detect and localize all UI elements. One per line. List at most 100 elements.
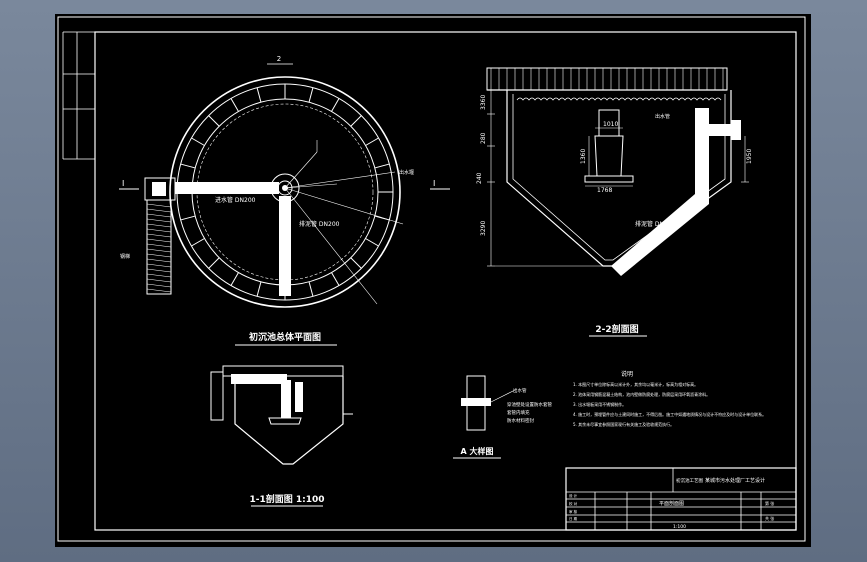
stair-tread bbox=[146, 218, 172, 223]
stairs-1-1 bbox=[210, 371, 224, 421]
stair-tread bbox=[146, 273, 172, 278]
center-pipe-1-1 bbox=[281, 380, 291, 418]
dim-side-small: 240 bbox=[476, 172, 483, 184]
trough-rib bbox=[230, 98, 239, 112]
label-overflow-weir: 出水堰 bbox=[399, 169, 414, 176]
note-item-1: 1. 本图尺寸单位除标高以米计外，其余均以毫米计，标高为相对标高。 bbox=[573, 381, 698, 387]
outlet-pipe-section bbox=[695, 124, 735, 136]
title-drawing-name: 平面剖面图 bbox=[659, 500, 684, 507]
detail-a: 出水管 穿池壁处设置防水套管 套管内填充 防水材料密封 A 大样图 bbox=[453, 375, 552, 459]
detail-note-4: 防水材料密封 bbox=[507, 417, 534, 424]
detail-note-1: 出水管 bbox=[513, 387, 527, 394]
note-item-2: 2. 池体采用钢筋混凝土结构，池内壁做防腐处理，防腐层采用环氧沥青涂料。 bbox=[573, 391, 710, 397]
trough-rib bbox=[208, 115, 220, 127]
note-item-5: 5. 其余未尽事宜参照国家现行有关施工及验收规范执行。 bbox=[573, 421, 674, 427]
trough-rib bbox=[350, 257, 362, 269]
reflector-1-1 bbox=[268, 417, 302, 425]
title-row-check: 校 对 bbox=[569, 501, 578, 506]
detail-note-2: 穿池壁处设置防水套管 bbox=[507, 401, 552, 408]
trough-rib bbox=[374, 163, 390, 169]
inner-border bbox=[94, 31, 797, 531]
title-row-review: 审 核 bbox=[569, 509, 578, 514]
stair-tread bbox=[146, 213, 172, 218]
stair-tread bbox=[146, 238, 172, 243]
water-surface bbox=[516, 97, 722, 101]
stair-tread bbox=[146, 268, 172, 273]
stair-tread bbox=[146, 223, 172, 228]
outlet-flange bbox=[731, 120, 741, 140]
stairs bbox=[146, 199, 172, 295]
trough-rib bbox=[256, 87, 262, 103]
dim-lines-right bbox=[741, 136, 749, 183]
title-total: 共 张 bbox=[765, 515, 774, 521]
inlet-pipe bbox=[175, 182, 279, 194]
stair-tread bbox=[146, 248, 172, 253]
title-sheet-no: 第 张 bbox=[765, 500, 774, 506]
dim-cone-depth: 3290 bbox=[480, 221, 487, 236]
center-well-body bbox=[594, 135, 624, 177]
stair-tread bbox=[146, 243, 172, 248]
dim-well-width: 1010 bbox=[603, 121, 618, 128]
dim-lines-center bbox=[585, 127, 633, 187]
section-1-1-title: 1-1剖面图 1:100 bbox=[249, 493, 324, 505]
section-mark-right: Ⅰ bbox=[433, 179, 435, 188]
plan-view-title: 初沉池总体平面图 bbox=[249, 331, 321, 343]
notes-block: 说明 1. 本图尺寸单位除标高以米计外，其余均以毫米计，标高为相对标高。 2. … bbox=[573, 370, 766, 427]
note-item-4: 4. 施工时，预埋管件应与土建同时施工，不得后凿。施工中如遇地质情况与设计不符应… bbox=[573, 411, 766, 417]
stair-tread bbox=[146, 203, 172, 208]
stair-tread bbox=[146, 228, 172, 233]
tank-section-inner bbox=[512, 94, 726, 261]
section-2-2-title: 2-2剖面图 bbox=[595, 323, 638, 335]
trough-rib bbox=[331, 272, 340, 286]
trough-rib bbox=[365, 137, 379, 146]
dim-reflector: 1768 bbox=[597, 187, 612, 194]
tank-section-outline bbox=[506, 90, 732, 267]
railing-posts bbox=[490, 68, 724, 90]
trough-rib bbox=[180, 163, 196, 169]
notes-heading: 说明 bbox=[621, 370, 633, 378]
detail-title: A 大样图 bbox=[461, 446, 494, 456]
title-project: 某城市污水处理厂工艺设计 bbox=[705, 477, 765, 484]
reflector-plate bbox=[584, 175, 634, 183]
inlet-pipe-1-1 bbox=[231, 374, 287, 384]
detail-note-3: 套管内填充 bbox=[507, 409, 530, 416]
trough-rib bbox=[256, 281, 262, 297]
dim-upper: 280 bbox=[480, 132, 487, 144]
section-mark-left: Ⅰ bbox=[122, 179, 124, 188]
title-block: 初沉池工艺图 某城市污水处理厂工艺设计 平面剖面图 1:100 设 计 校 对 … bbox=[565, 467, 797, 531]
sludge-riser-1-1 bbox=[295, 382, 303, 412]
dim-well-height: 1360 bbox=[580, 149, 587, 164]
stair-tread bbox=[146, 258, 172, 263]
stair-tread bbox=[146, 208, 172, 213]
drawing-canvas: 2 bbox=[57, 16, 806, 542]
cut-mark-top: 2 bbox=[277, 55, 281, 63]
trough-rib bbox=[308, 281, 314, 297]
note-item-3: 3. 出水堰板采用不锈钢制作。 bbox=[573, 401, 626, 407]
outer-border bbox=[57, 16, 806, 542]
trough-rib bbox=[350, 115, 362, 127]
trough-rib bbox=[230, 272, 239, 286]
trough-rib bbox=[208, 257, 220, 269]
dim-lines-left bbox=[487, 89, 603, 267]
trough-rib bbox=[308, 87, 314, 103]
trough-rib bbox=[191, 137, 205, 146]
title-row-date: 日 期 bbox=[569, 516, 578, 521]
trough-rib bbox=[180, 215, 196, 221]
title-row-design: 设 计 bbox=[569, 493, 578, 498]
drawing-sheet: 2 bbox=[55, 14, 811, 547]
stair-tread bbox=[146, 288, 172, 293]
tank-outer-wall bbox=[169, 76, 401, 308]
trough-rib bbox=[365, 238, 379, 247]
label-outlet-pipe: 出水管 bbox=[655, 113, 670, 120]
stair-tread bbox=[146, 253, 172, 258]
label-sludge-pipe: 排泥管 DN200 bbox=[299, 220, 340, 228]
label-sludge-pipe-section: 排泥管 DN200 bbox=[635, 220, 676, 228]
section-1-1: 1-1剖面图 1:100 bbox=[210, 365, 353, 507]
detail-sleeve bbox=[461, 398, 491, 406]
title-sheet-label: 初沉池工艺图 bbox=[676, 477, 703, 484]
label-inlet-pipe: 进水管 DN200 bbox=[215, 196, 256, 204]
trough-rib bbox=[191, 238, 205, 247]
section-2-2: 3360 280 240 3290 1010 1360 1768 1950 bbox=[476, 67, 753, 337]
title-scale: 1:100 bbox=[673, 524, 686, 530]
